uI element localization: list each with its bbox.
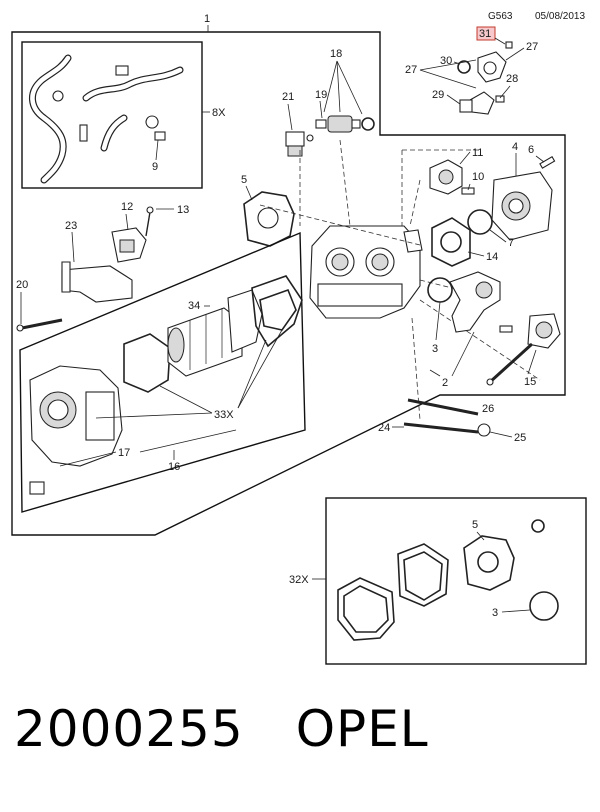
diagram-code: G563 — [488, 11, 513, 22]
callout-30[interactable]: 30 — [440, 55, 452, 67]
pressure-sensor — [285, 131, 314, 157]
callout-26[interactable]: 26 — [482, 403, 494, 415]
assembly-frame — [11, 31, 566, 536]
callout-8x[interactable]: 8X — [212, 107, 226, 119]
callout-25[interactable]: 25 — [514, 432, 526, 444]
hose-kit-box — [21, 41, 203, 189]
egr-cooler-housing — [309, 225, 423, 319]
callout-17[interactable]: 17 — [118, 447, 130, 459]
callout-27-right[interactable]: 27 — [526, 41, 538, 53]
kit-gasket-large — [337, 577, 395, 641]
callout-7[interactable]: 7 — [508, 237, 514, 249]
callout-23[interactable]: 23 — [65, 220, 77, 232]
thermostat-valve — [429, 159, 475, 195]
bypass-valve — [491, 156, 556, 241]
o-ring-7 — [467, 209, 493, 235]
hose-kit — [29, 54, 184, 184]
gasket-kit-box — [325, 497, 587, 665]
temperature-sensor — [315, 115, 375, 133]
kit-sealing-ring — [529, 591, 559, 621]
callout-29[interactable]: 29 — [432, 89, 444, 101]
callout-1[interactable]: 1 — [204, 13, 210, 25]
part-number: 2000255 — [14, 700, 244, 758]
solenoid-sensor — [111, 206, 154, 263]
kit-gasket-medium — [397, 543, 449, 607]
brand-name: OPEL — [295, 700, 429, 758]
callout-11[interactable]: 11 — [472, 147, 483, 159]
callout-32x[interactable]: 32X — [289, 574, 309, 586]
coolant-outlet-pipe — [449, 271, 513, 333]
egr-valve-kit-box — [19, 231, 306, 513]
callout-20[interactable]: 20 — [16, 279, 28, 291]
bolt-20 — [21, 318, 63, 330]
callout-9[interactable]: 9 — [152, 161, 158, 173]
egr-valve-body — [29, 365, 123, 495]
footer: 2000255 OPEL — [14, 700, 594, 780]
callout-19[interactable]: 19 — [315, 89, 327, 101]
callout-10[interactable]: 10 — [472, 171, 484, 183]
callout-12[interactable]: 12 — [121, 201, 133, 213]
callout-3[interactable]: 3 — [432, 343, 438, 355]
exploded-parts-diagram: G563 05/08/2013 1 9 8X 31 27 27 30 — [11, 11, 587, 665]
callout-31[interactable]: 31 — [479, 28, 491, 40]
sealing-ring — [427, 277, 453, 303]
housing-gasket — [431, 217, 471, 267]
callout-16[interactable]: 16 — [168, 461, 180, 473]
callout-6[interactable]: 6 — [528, 144, 534, 156]
callout-13[interactable]: 13 — [177, 204, 189, 216]
valve-gasket-1 — [123, 333, 171, 393]
diagram-date: 05/08/2013 — [535, 11, 585, 22]
callout-18[interactable]: 18 — [330, 48, 342, 60]
callout-2[interactable]: 2 — [442, 377, 448, 389]
callout-5-kit[interactable]: 5 — [472, 519, 478, 531]
callout-34[interactable]: 34 — [188, 300, 200, 312]
callout-28[interactable]: 28 — [506, 73, 518, 85]
cover-plate — [243, 191, 295, 247]
callout-14[interactable]: 14 — [486, 251, 498, 263]
nut-25 — [477, 423, 491, 437]
callout-31-highlight — [476, 26, 496, 41]
valve-gasket-2 — [251, 275, 303, 348]
callout-27-left[interactable]: 27 — [405, 64, 417, 76]
callout-5[interactable]: 5 — [241, 174, 247, 186]
connector-fitting — [457, 41, 513, 115]
callout-15[interactable]: 15 — [524, 376, 536, 388]
kit-o-ring — [531, 519, 545, 533]
callout-4[interactable]: 4 — [512, 141, 518, 153]
cooler-flange — [227, 289, 263, 353]
callout-33x[interactable]: 33X — [214, 409, 234, 421]
callout-3-kit[interactable]: 3 — [492, 607, 498, 619]
egr-cooler-core — [167, 307, 243, 377]
callout-24[interactable]: 24 — [378, 422, 390, 434]
bolt-24 — [403, 422, 479, 434]
valve-gasket-3 — [259, 288, 297, 331]
kit-cover-plate — [463, 535, 515, 591]
callout-21[interactable]: 21 — [282, 91, 294, 103]
mounting-bracket — [61, 261, 133, 303]
bolt-26 — [407, 398, 479, 416]
vacuum-actuator — [486, 313, 561, 386]
